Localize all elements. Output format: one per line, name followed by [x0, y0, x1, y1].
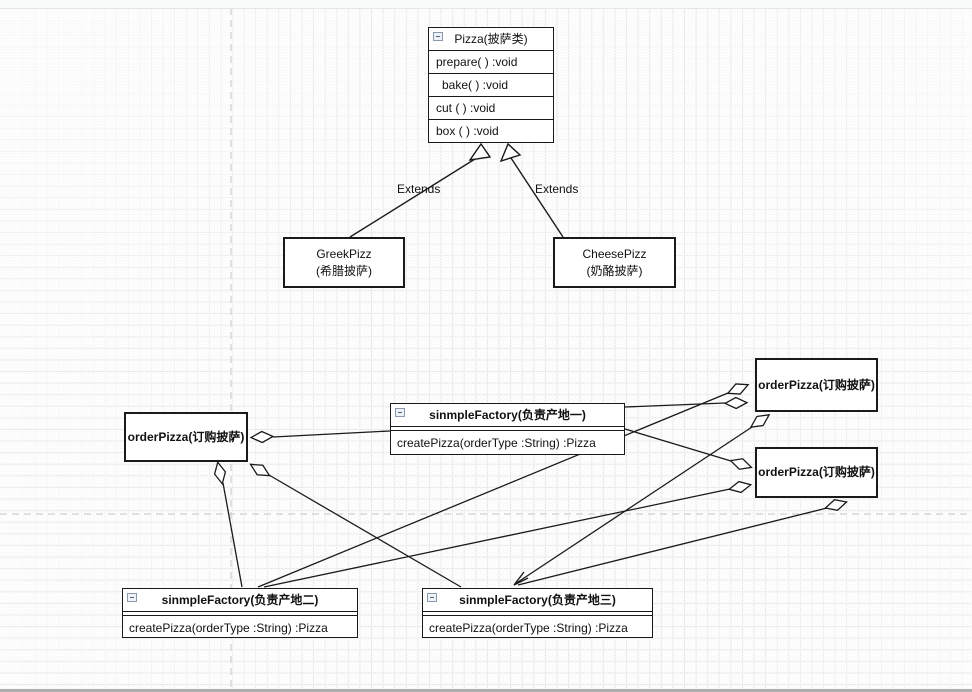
class-pizza[interactable]: Pizza(披萨类) prepare( ) :void bake( ) :voi… — [428, 27, 554, 143]
aggregation-diamond-icon — [249, 463, 271, 477]
aggregation-diamond-icon — [249, 430, 275, 444]
edge-factory2-ordertopright[interactable] — [257, 392, 729, 588]
edge-greek-extends-pizza[interactable] — [349, 158, 476, 238]
edge-orderleft-factory1[interactable] — [272, 430, 391, 438]
factory-three-title: sinmpleFactory(负责产地三) — [459, 593, 616, 607]
aggregation-diamond-icon — [824, 499, 848, 511]
node-orderpizza-bottom-right[interactable]: orderPizza(订购披萨) — [755, 447, 878, 498]
factory-two-method: createPizza(orderType :String) :Pizza — [129, 621, 328, 635]
class-factory-three[interactable]: sinmpleFactory(负责产地三) createPizza(orderT… — [422, 588, 653, 638]
open-arrow-icon — [513, 571, 529, 586]
method-bake: bake( ) :void — [429, 74, 553, 97]
greekpizz-name: GreekPizz — [316, 246, 372, 261]
method-prepare: prepare( ) :void — [429, 51, 553, 74]
cheesepizz-name: CheesePizz — [582, 246, 647, 261]
fields-compartment — [123, 612, 357, 616]
aggregation-diamond-icon — [726, 383, 750, 395]
fields-compartment — [391, 427, 624, 431]
factory-one-method: createPizza(orderType :String) :Pizza — [397, 436, 596, 450]
edge-orderbottomright-factory3[interactable] — [517, 507, 828, 586]
collapse-icon[interactable] — [433, 32, 443, 41]
window-chrome-edge — [0, 0, 972, 9]
node-orderpizza-top-right[interactable]: orderPizza(订购披萨) — [755, 358, 878, 412]
edge-orderleft-factory2[interactable] — [222, 482, 243, 588]
aggregation-diamond-icon — [749, 414, 771, 428]
aggregation-diamond-icon — [723, 396, 749, 410]
aggregation-diamond-icon — [727, 480, 753, 494]
inheritance-triangle-icon — [468, 142, 492, 161]
factory-one-title: sinmpleFactory(负责产地一) — [429, 408, 586, 422]
class-greekpizz[interactable]: GreekPizz (希腊披萨) — [283, 237, 405, 288]
factory-two-title-row: sinmpleFactory(负责产地二) — [123, 589, 357, 612]
edge-factory1-ordertopright[interactable] — [624, 402, 726, 408]
inheritance-triangle-icon — [499, 142, 522, 163]
collapse-icon[interactable] — [395, 408, 405, 417]
extends-label: Extends — [535, 182, 579, 196]
aggregation-diamond-icon — [729, 458, 753, 470]
collapse-icon[interactable] — [427, 593, 437, 602]
edge-orderleft-factory3[interactable] — [268, 474, 462, 588]
node-orderpizza-left[interactable]: orderPizza(订购披萨) — [124, 412, 248, 462]
edge-factory2-orderbottomright[interactable] — [263, 488, 731, 588]
edge-ordertopright-factory3[interactable] — [514, 426, 753, 585]
greekpizz-caption: (希腊披萨) — [316, 263, 372, 278]
class-factory-one[interactable]: sinmpleFactory(负责产地一) createPizza(orderT… — [390, 403, 625, 455]
class-cheesepizz[interactable]: CheesePizz (奶酪披萨) — [553, 237, 676, 288]
cheesepizz-caption: (奶酪披萨) — [586, 263, 643, 278]
class-pizza-title: Pizza(披萨类) — [454, 32, 528, 46]
fields-compartment — [423, 612, 652, 616]
window-bottom-edge — [0, 689, 972, 692]
factory-one-title-row: sinmpleFactory(负责产地一) — [391, 404, 624, 427]
method-cut: cut ( ) :void — [429, 97, 553, 120]
factory-two-title: sinmpleFactory(负责产地二) — [161, 593, 319, 607]
collapse-icon[interactable] — [127, 593, 137, 602]
orderpizza-top-right-label: orderPizza(订购披萨) — [758, 377, 875, 392]
extends-label: Extends — [397, 182, 441, 196]
aggregation-diamond-icon — [213, 460, 227, 486]
class-factory-two[interactable]: sinmpleFactory(负责产地二) createPizza(orderT… — [122, 588, 358, 638]
orderpizza-left-label: orderPizza(订购披萨) — [127, 429, 245, 444]
method-box: box ( ) :void — [436, 124, 499, 138]
orderpizza-bottom-right-label: orderPizza(订购披萨) — [758, 465, 875, 479]
edge-cheese-extends-pizza[interactable] — [510, 157, 564, 238]
edge-factory1-orderbottomright[interactable] — [624, 428, 732, 462]
factory-three-method: createPizza(orderType :String) :Pizza — [429, 621, 628, 635]
class-pizza-title-row: Pizza(披萨类) — [429, 28, 553, 51]
factory-three-title-row: sinmpleFactory(负责产地三) — [423, 589, 652, 612]
